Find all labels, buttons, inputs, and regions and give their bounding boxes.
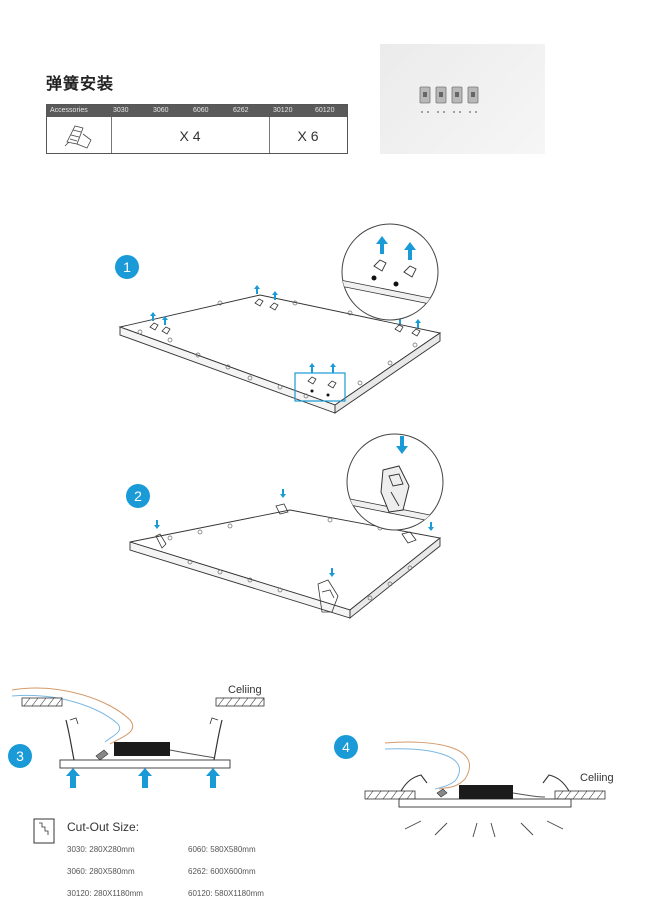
step-2-badge: 2 [126, 484, 150, 508]
up-arrow-icons [150, 285, 421, 373]
ceiling-label-right: Celiing [580, 772, 614, 784]
cutout-size-title: Cut-Out Size: [67, 820, 140, 834]
step1-diagram [118, 285, 442, 414]
panel-profile [59, 759, 231, 769]
spring-clips-photo [380, 44, 545, 154]
quantity-small: X 4 [179, 128, 201, 144]
down-arrow-icons [154, 489, 434, 577]
cutout-size-item: 6262: 600X600mm [188, 867, 256, 876]
step2-diagram [129, 489, 442, 619]
table-divider [269, 117, 270, 153]
header-30120: 30120 [273, 107, 293, 114]
table-divider [111, 117, 112, 153]
panel-side-face [349, 537, 441, 619]
panel-side-face [334, 332, 441, 414]
header-6262: 6262 [233, 107, 249, 114]
spring-clip-icon [64, 125, 92, 149]
cutout-size-item: 6060: 580X580mm [188, 845, 256, 854]
driver-box [459, 785, 513, 799]
step3-diagram [11, 687, 265, 788]
step2-zoom-detail [346, 433, 444, 531]
ceiling-right-block [215, 697, 265, 707]
header-60120: 60120 [315, 107, 335, 114]
blue-wire [384, 748, 461, 790]
header-3030: 3030 [113, 107, 129, 114]
step4-diagram [364, 741, 606, 838]
ceiling-left-block [364, 790, 416, 800]
accessories-table-header: Accessories 3030 3060 6060 6262 30120 60… [47, 105, 347, 117]
step-1-badge: 1 [115, 255, 139, 279]
orange-wire [384, 741, 470, 790]
spring-clips-image [419, 86, 479, 113]
cutout-size-item: 30120: 280X1180mm [67, 889, 143, 898]
header-accessories: Accessories [50, 107, 88, 114]
step-4-badge: 4 [334, 735, 358, 759]
driver-box [114, 742, 170, 756]
highlight-box [294, 372, 346, 402]
header-3060: 3060 [153, 107, 169, 114]
section-title: 弹簧安装 [46, 74, 115, 93]
panel-profile [398, 798, 572, 808]
cutout-size-item: 3030: 280X280mm [67, 845, 135, 854]
header-6060: 6060 [193, 107, 209, 114]
cutout-size-item: 3060: 280X580mm [67, 867, 135, 876]
ceiling-right-block [554, 790, 606, 800]
step-3-badge: 3 [8, 744, 32, 768]
quantity-large: X 6 [297, 128, 319, 144]
accessories-table: Accessories 3030 3060 6060 6262 30120 60… [46, 104, 348, 154]
ceiling-label-left: Celiing [228, 684, 262, 696]
blue-wire [11, 694, 120, 743]
up-arrow-icons [66, 768, 220, 788]
step1-zoom-detail [341, 223, 439, 321]
light-rays [404, 820, 564, 838]
ceiling-left-block [21, 697, 63, 707]
cutout-size-item: 60120: 580X1180mm [188, 889, 264, 898]
cutout-icon [33, 818, 55, 844]
orange-wire [11, 687, 133, 745]
